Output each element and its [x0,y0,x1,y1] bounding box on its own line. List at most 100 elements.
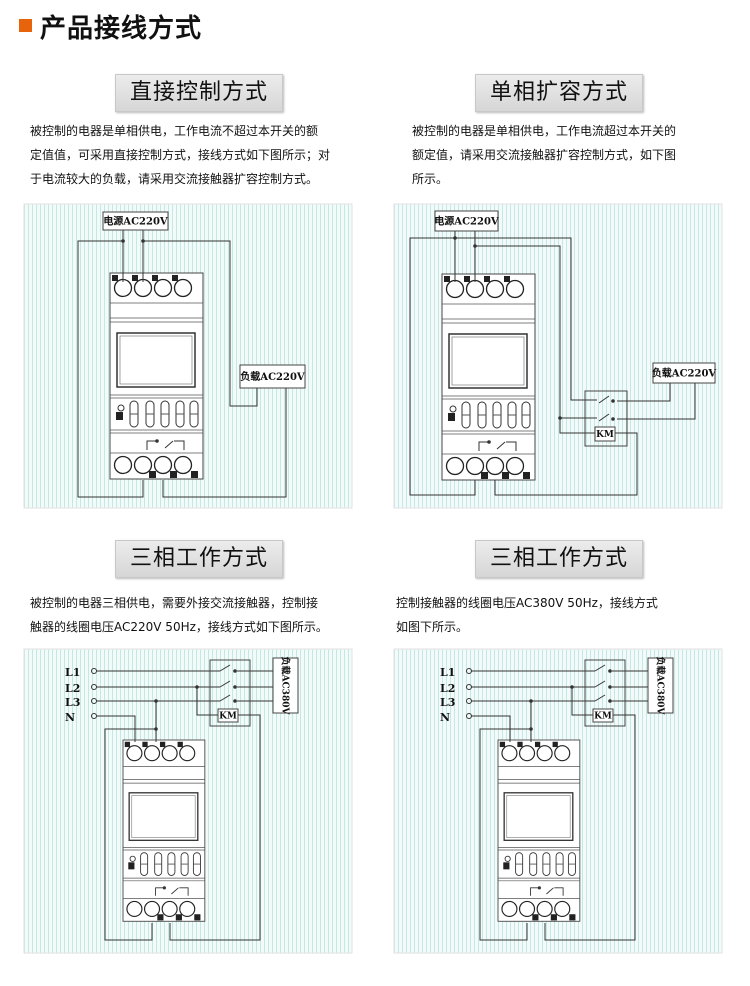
terminal-marker [112,275,118,281]
phase-label-l3: L3 [440,696,455,709]
section-title-three-phase-2: 三相工作方式 [475,540,643,578]
load-label: 负载AC380V [279,657,291,716]
terminal-marker [177,741,183,748]
bottom-terminal-screw [485,456,505,476]
top-terminal-screw [153,278,173,298]
bottom-terminal-screw [153,455,173,475]
lcd-screen [503,792,574,841]
terminal-marker [464,276,470,282]
junction-dot [611,399,615,403]
junction-dot [154,699,158,703]
top-terminal-screw [445,279,465,299]
desc-line: 所示。 [412,172,449,186]
wire [544,714,636,941]
page-title: 产品接线方式 [40,14,203,44]
timer-switch-device [109,272,204,480]
timer-switch-device [441,273,536,481]
bottom-terminal-screw [554,900,571,918]
junction-dot [121,239,125,243]
top-terminal-screw [536,745,553,762]
section-desc-single-phase: 被控制的电器是单相供电，工作电流超过本开关的 额定值，请采用交流接触器扩容控制方… [412,119,676,191]
terminal-marker [159,741,166,748]
terminal-marker [175,914,182,921]
top-terminal-screw [113,278,133,298]
terminal-marker [444,276,450,282]
bottom-terminal-screw [173,455,193,475]
power-source-box [102,211,169,231]
terminal-marker [124,741,131,748]
junction-dot [529,699,533,703]
relay-contact [174,440,185,450]
relay-contact [155,887,165,896]
top-terminal-screw [126,745,143,762]
top-terminal-screw [485,279,505,299]
section-title-single-phase: 单相扩容方式 [475,74,643,112]
terminal-marker [149,471,156,478]
terminal-marker [172,275,178,281]
junction-dot [233,699,237,703]
section-title-direct: 直接控制方式 [115,74,283,112]
contactor-switch [219,664,231,672]
desc-line: 被控制的电器是单相供电，工作电流不超过本开关的额 [30,124,319,138]
contactor-switch [598,395,610,404]
lcd-screen [128,792,199,841]
bottom-terminal-screw [536,900,553,918]
desc-line: 于电流较大的负载，请采用交流接触器扩容控制方式。 [30,172,319,186]
desc-line: 如图下所示。 [396,620,469,634]
contactor-switch [598,413,610,422]
contactor-switch [219,680,231,688]
wire [571,687,593,716]
terminal-marker [481,472,488,479]
top-terminal-screw [518,745,536,762]
terminal-icon [91,698,97,704]
bottom-terminal-screw [143,900,161,918]
wire [455,237,597,401]
relay-contact [506,441,517,451]
terminal-marker [502,472,509,479]
desc-line: 触器的线圈电压AC220V 50Hz，接线方式如下图所示。 [30,620,328,634]
relay-switch [546,887,554,895]
wire [77,240,144,498]
junction-dot [195,685,199,689]
wire [472,715,511,742]
junction-dot [608,685,612,689]
junction-dot [537,886,541,890]
top-terminal-screw [143,745,161,762]
wire [169,714,261,941]
junction-dot [611,417,615,421]
lock-shackle [117,404,125,412]
junction-dot [473,244,477,248]
contactor-coil-label: KM [594,712,612,722]
terminal-icon [466,713,472,719]
bottom-terminal-screw [161,900,178,918]
wire [162,388,287,498]
desc-line: 控制接触器的线圈电压AC380V 50Hz，接线方式 [396,596,658,610]
power-source-label: 电源AC220V [434,215,499,228]
phase-label-n: N [65,711,75,724]
phase-label-l2: L2 [440,682,455,695]
timer-switch-device [497,739,581,922]
lock-icon [503,862,510,870]
terminal-marker [534,741,541,748]
wire [104,701,157,941]
terminal-icon [466,684,472,690]
section-desc-three-phase-2: 控制接触器的线圈电压AC380V 50Hz，接线方式 如图下所示。 [396,591,658,639]
bottom-terminal-screw [179,900,196,918]
lock-shackle [504,855,511,862]
contactor-frame [209,659,251,727]
terminal-marker [484,276,490,282]
wire [475,245,595,434]
junction-dot [233,685,237,689]
wire [479,701,532,941]
terminal-marker [152,275,158,281]
contactor-switch [594,694,606,702]
relay-contact [554,887,564,896]
load-label: 负载AC220V [652,367,717,380]
terminal-marker [523,472,530,479]
terminal-icon [91,713,97,719]
lock-shackle [129,855,136,862]
phase-label-l1: L1 [65,666,80,679]
junction-dot [608,669,612,673]
